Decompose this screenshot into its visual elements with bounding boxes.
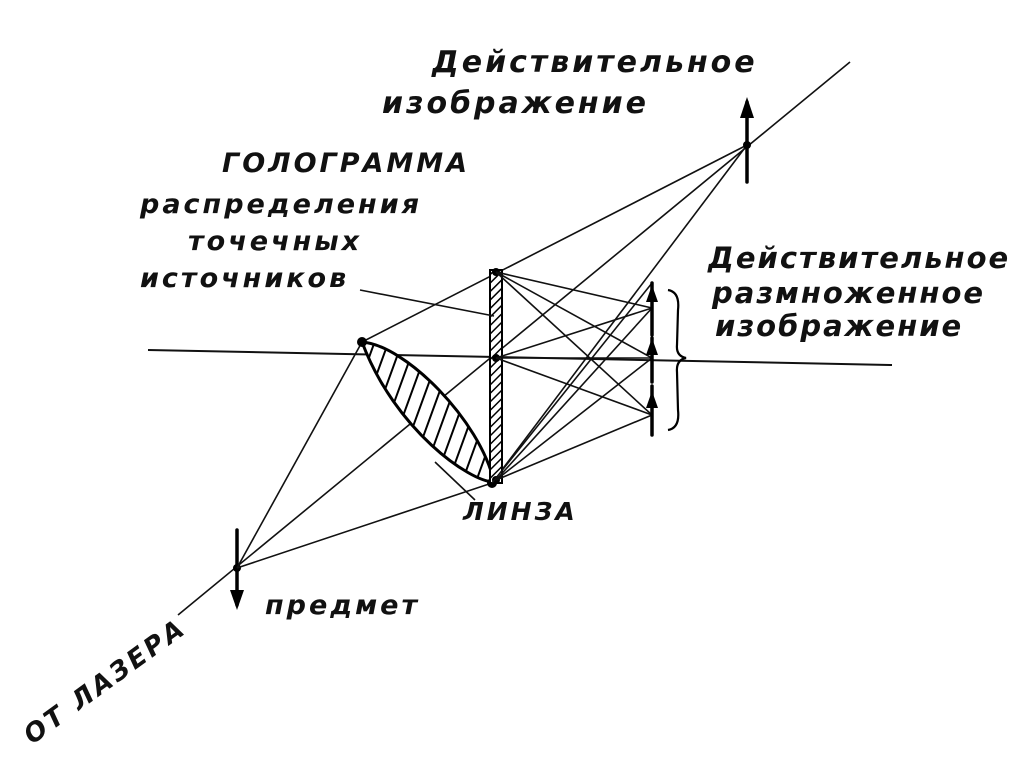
hologram-label: ГОЛОГРАММА распределения точечных источн… bbox=[139, 148, 470, 294]
lens-label: ЛИНЗА bbox=[462, 497, 578, 526]
multiplied-image-label-line3: изображение bbox=[715, 309, 963, 343]
hologram-plate bbox=[489, 269, 503, 484]
lens-leader bbox=[434, 461, 476, 501]
object-rays bbox=[236, 341, 493, 569]
from-laser-label: ОТ ЛАЗЕРА bbox=[18, 613, 192, 751]
lens-top-point bbox=[357, 337, 367, 347]
hologram-label-line2: распределения bbox=[139, 189, 422, 220]
real-image-rays bbox=[361, 144, 748, 484]
real-image-label-line1: Действительное bbox=[431, 45, 758, 80]
real-image-arrow bbox=[740, 97, 754, 184]
hologram-leader bbox=[359, 289, 495, 317]
hologram-label-line3: точечных bbox=[188, 226, 362, 257]
real-image-label-line2: изображение bbox=[382, 86, 649, 121]
multiplied-image-label: Действительное размноженное изображение bbox=[707, 241, 1010, 343]
multiplied-rays bbox=[491, 271, 653, 484]
multiplied-image-label-line2: размноженное bbox=[711, 276, 985, 310]
lens-shape bbox=[359, 340, 496, 484]
multiplied-image-arrows bbox=[646, 281, 658, 437]
multiplied-image-label-line1: Действительное bbox=[707, 241, 1010, 275]
hologram-label-line4: источников bbox=[140, 263, 349, 294]
real-image-label: Действительное изображение bbox=[382, 45, 758, 121]
brace-icon bbox=[667, 288, 687, 432]
object-label: предмет bbox=[265, 590, 420, 621]
laser-axis bbox=[177, 61, 851, 616]
hologram-label-line1: ГОЛОГРАММА bbox=[222, 148, 470, 179]
